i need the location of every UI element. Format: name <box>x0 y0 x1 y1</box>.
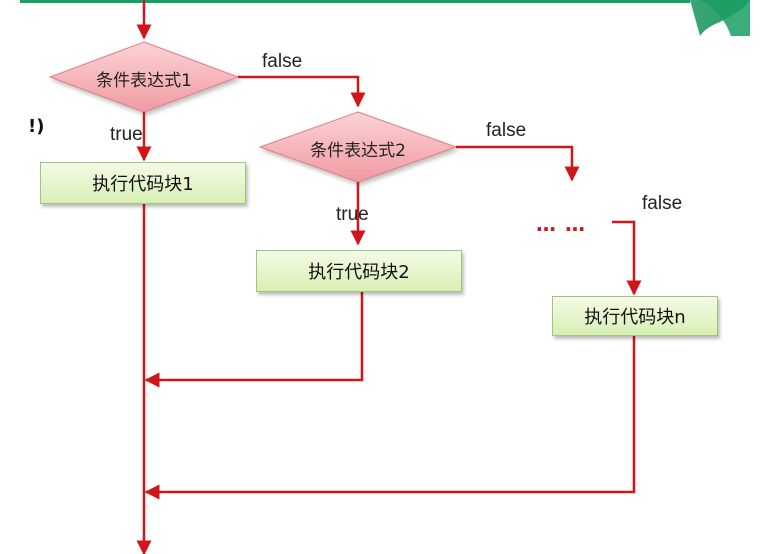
false-1-arrow <box>238 75 366 108</box>
header-banner <box>20 0 750 36</box>
block-2: 执行代码块2 <box>256 250 462 292</box>
false-2-label: false <box>486 120 527 141</box>
block-1: 执行代码块1 <box>40 162 246 204</box>
condition-1-label: 条件表达式1 <box>96 71 192 91</box>
true-1-label: true <box>110 124 143 145</box>
block-n-merge-arrow <box>144 336 636 500</box>
false-3-label: false <box>642 193 683 214</box>
header-banner-curve <box>700 0 750 36</box>
block-2-merge-arrow <box>144 292 364 388</box>
block-n: 执行代码块n <box>552 296 718 336</box>
header-banner-edge <box>20 0 690 3</box>
false-1-label: false <box>262 51 303 72</box>
false-3-arrow <box>612 220 642 296</box>
side-marker: !) <box>28 116 45 137</box>
false-2-arrow <box>456 145 580 182</box>
condition-2-label: 条件表达式2 <box>310 141 406 161</box>
true-2-label: true <box>336 204 369 225</box>
ellipsis: … … <box>536 212 586 236</box>
